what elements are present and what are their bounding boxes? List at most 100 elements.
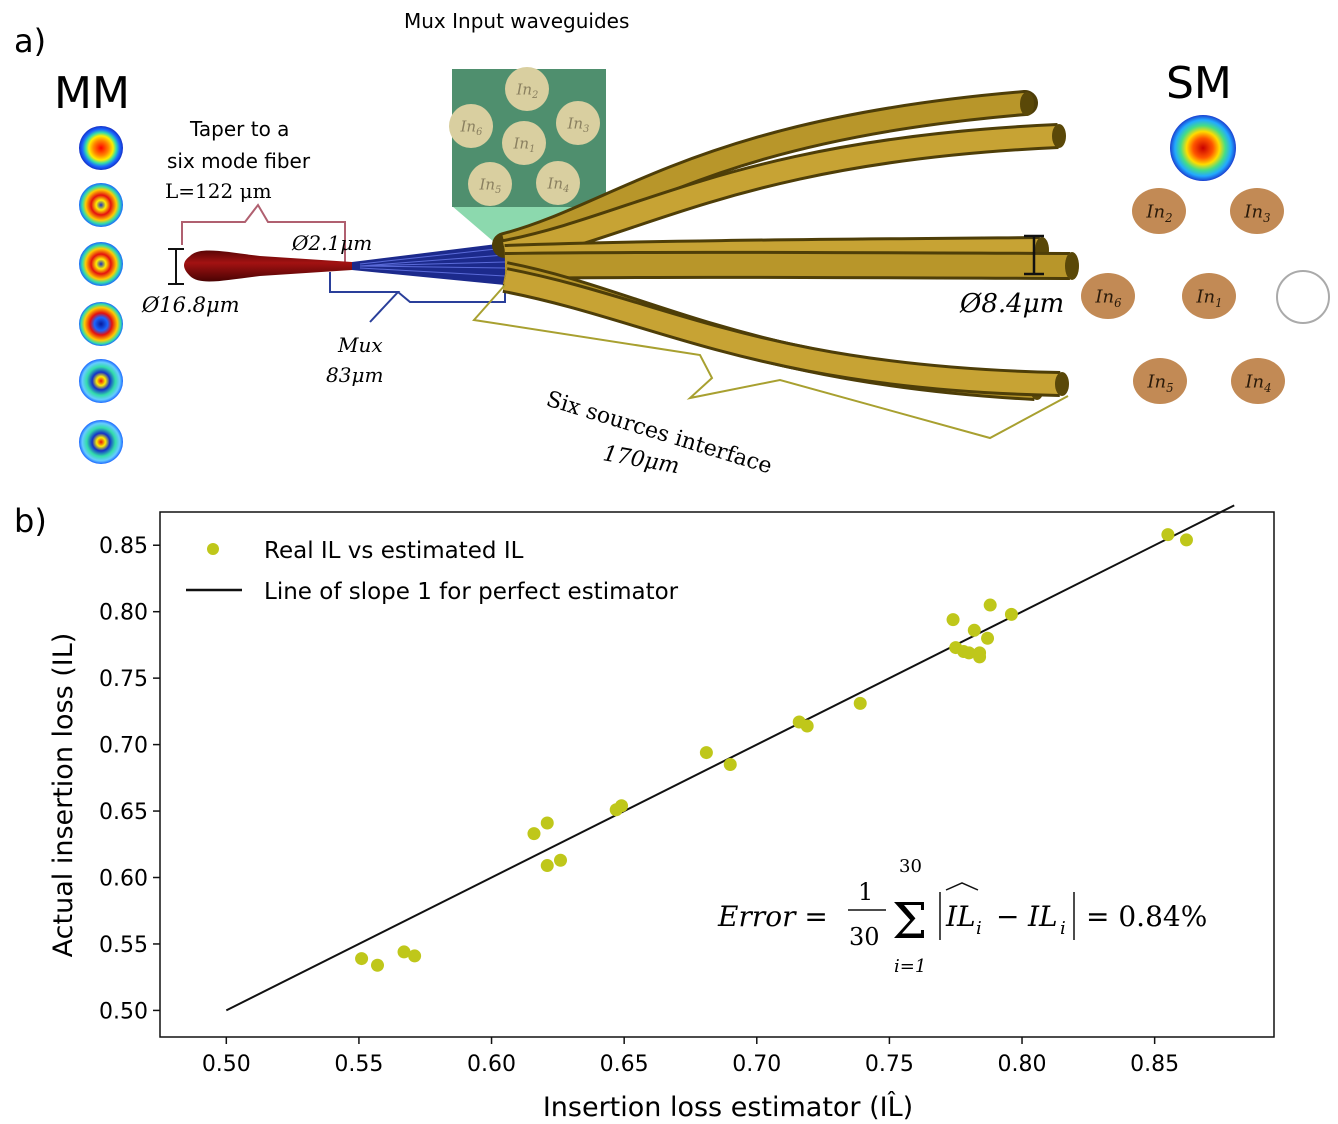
waveguide [503, 126, 1059, 262]
data-point [800, 719, 814, 733]
taper-brace [181, 203, 346, 262]
data-point [983, 598, 997, 612]
taper-length: L=122 μm [165, 179, 272, 203]
plot-area [225, 504, 1235, 1012]
formula-hat [945, 882, 979, 891]
mode-profile [79, 359, 123, 403]
sm-title: SM [1166, 58, 1232, 109]
formula-sum: Σ [892, 892, 927, 950]
sm-port [1132, 188, 1186, 234]
x-tick-label: 0.55 [334, 1052, 383, 1077]
sm-port [1081, 273, 1135, 319]
formula-est-sub: i [976, 918, 982, 939]
y-tick-label: 0.80 [99, 601, 148, 626]
sources-brace [472, 284, 1069, 440]
formula-act: IL [1027, 900, 1058, 933]
formula-act-sub: i [1060, 918, 1066, 939]
data-point [853, 696, 867, 710]
port-label: In6 [1094, 286, 1122, 310]
output-diameter: Ø8.4μm [959, 289, 1064, 319]
y-ticks: 0.500.550.600.650.700.750.800.85 [99, 534, 160, 1024]
y-tick-label: 0.75 [99, 667, 148, 692]
panel-b-label: b) [14, 502, 47, 540]
port-label: In1 [513, 134, 536, 155]
data-point [1161, 528, 1175, 542]
legend-label-scatter: Real IL vs estimated IL [264, 538, 524, 564]
mm-title: MM [54, 68, 130, 119]
taper-line2: six mode fiber [167, 149, 311, 173]
port-label: In6 [460, 117, 483, 138]
data-point [973, 646, 987, 660]
mode-profile [79, 242, 123, 286]
waveguide-end [1065, 252, 1079, 280]
data-point [355, 952, 369, 966]
taper-body [184, 250, 352, 282]
mux-length: 83μm [326, 363, 383, 387]
input-diameter-marker [168, 248, 184, 285]
data-point [723, 758, 737, 772]
y-tick-label: 0.60 [99, 867, 148, 892]
y-axis-label: Actual insertion loss (IL) [48, 633, 79, 958]
formula-est: IL [945, 900, 976, 933]
output-diameter-marker [1024, 234, 1044, 276]
data-point [540, 859, 554, 873]
port-label: In2 [516, 80, 539, 101]
mux-lines [359, 247, 506, 277]
data-point [981, 631, 995, 645]
taper-line1: Taper to a [189, 117, 289, 141]
inset-port [556, 101, 600, 145]
panel-a: a) Mux Input waveguides MM SM Taper to a… [14, 9, 1330, 479]
port-label: In4 [547, 174, 570, 195]
mode-profile [79, 183, 123, 227]
formula-value: = 0.84% [1086, 900, 1207, 933]
data-point [370, 958, 384, 972]
error-formula: Error = 1 30 30 Σ i=1 IL i − IL i = 0.84… [717, 856, 1207, 977]
waveguide [504, 253, 1071, 277]
formula-frac-den: 30 [849, 923, 880, 951]
data-point [408, 949, 422, 963]
empty-port [1276, 270, 1330, 324]
formula-sum-top: 30 [899, 856, 922, 877]
y-tick-label: 0.70 [99, 734, 148, 759]
formula-sum-bottom: i=1 [894, 956, 926, 977]
data-point [1004, 607, 1018, 621]
inset-port [449, 104, 493, 148]
x-tick-label: 0.85 [1130, 1052, 1179, 1077]
x-tick-label: 0.70 [732, 1052, 781, 1077]
y-tick-label: 0.50 [99, 999, 148, 1024]
sm-port [1133, 358, 1187, 404]
waveguide [503, 270, 1061, 394]
data-point [527, 827, 541, 841]
data-point [1179, 533, 1193, 547]
y-tick-label: 0.55 [99, 933, 148, 958]
port-label: In5 [1146, 371, 1173, 395]
mux-input-title: Mux Input waveguides [404, 9, 629, 33]
small-diameter: Ø2.1μm [291, 231, 372, 255]
sm-port [1230, 188, 1284, 234]
legend-marker-scatter [207, 543, 219, 555]
mode-profile [79, 302, 123, 346]
x-tick-label: 0.60 [467, 1052, 516, 1077]
reference-line [225, 504, 1235, 1012]
y-tick-label: 0.65 [99, 800, 148, 825]
inset-port [505, 67, 549, 111]
inset-port [502, 121, 546, 165]
legend: Real IL vs estimated IL Line of slope 1 … [186, 538, 679, 605]
sm-port [1182, 273, 1236, 319]
port-label: In3 [1243, 201, 1270, 225]
data-point [946, 613, 960, 627]
input-diameter: Ø16.8μm [141, 293, 240, 317]
x-axis-label: Insertion loss estimator (IL̂) [543, 1091, 913, 1123]
formula-frac-num: 1 [858, 878, 873, 906]
inset-port [468, 162, 512, 206]
panel-a-label: a) [14, 22, 46, 60]
x-tick-label: 0.75 [865, 1052, 914, 1077]
data-point [554, 853, 568, 867]
data-point [962, 646, 976, 660]
formula-minus: − [996, 900, 1019, 933]
